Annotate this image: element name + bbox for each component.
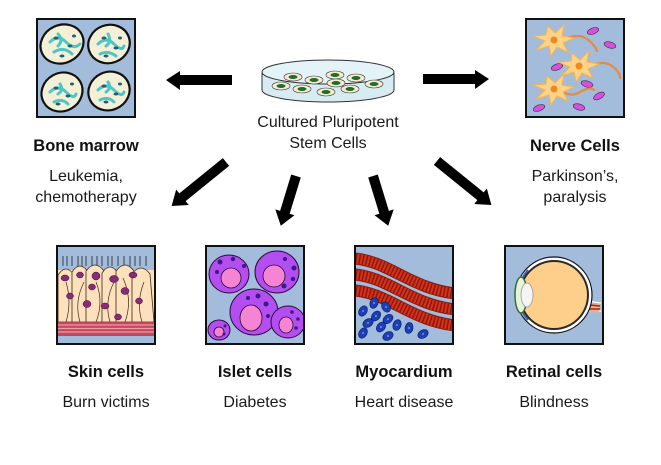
arrow-down-slight-right-icon — [368, 174, 394, 226]
myocardium-image — [354, 245, 454, 345]
retinal-cells-title: Retinal cells — [505, 363, 603, 381]
retinal-cells-subtitle: Blindness — [519, 394, 589, 411]
arrow-left-icon — [166, 71, 232, 90]
arrow-down-right-icon — [433, 157, 492, 206]
islet-cells-title: Islet cells — [217, 363, 293, 381]
myocardium-title: Myocardium — [355, 363, 453, 381]
nerve-cells-subtitle-line1: Parkinson’s, — [531, 168, 619, 185]
bone-marrow-image — [36, 18, 136, 118]
myocardium-subtitle: Heart disease — [354, 394, 454, 411]
skin-cells-title: Skin cells — [67, 363, 145, 381]
nerve-cells-title: Nerve Cells — [530, 137, 620, 155]
bone-marrow-subtitle-line1: Leukemia, — [49, 168, 123, 185]
islet-cells-subtitle: Diabetes — [223, 394, 287, 411]
source-label-line1: Cultured Pluripotent — [257, 114, 399, 131]
skin-cells-subtitle: Burn victims — [62, 394, 150, 411]
islet-cells-image — [205, 245, 305, 345]
arrow-right-icon — [423, 70, 489, 89]
petri-cells — [271, 70, 384, 97]
arrows — [166, 70, 492, 226]
petri-dish-icon — [261, 59, 395, 103]
bone-marrow-subtitle-line2: chemotherapy — [35, 189, 137, 206]
source-label: Cultured Pluripotent Stem Cells — [218, 112, 438, 154]
bone-marrow-subtitle: Leukemia, chemotherapy — [0, 166, 176, 208]
skin-cells-image — [56, 245, 156, 345]
nerve-cells-image — [525, 18, 625, 118]
nerve-cells-subtitle-line2: paralysis — [543, 189, 607, 206]
arrow-down-left-icon — [171, 158, 230, 207]
nerve-cells-subtitle: Parkinson’s, paralysis — [485, 166, 661, 208]
retinal-cells-image — [504, 245, 604, 345]
source-label-line2: Stem Cells — [289, 135, 367, 152]
arrow-down-slight-left-icon — [275, 174, 301, 226]
bone-marrow-title: Bone marrow — [33, 137, 139, 155]
